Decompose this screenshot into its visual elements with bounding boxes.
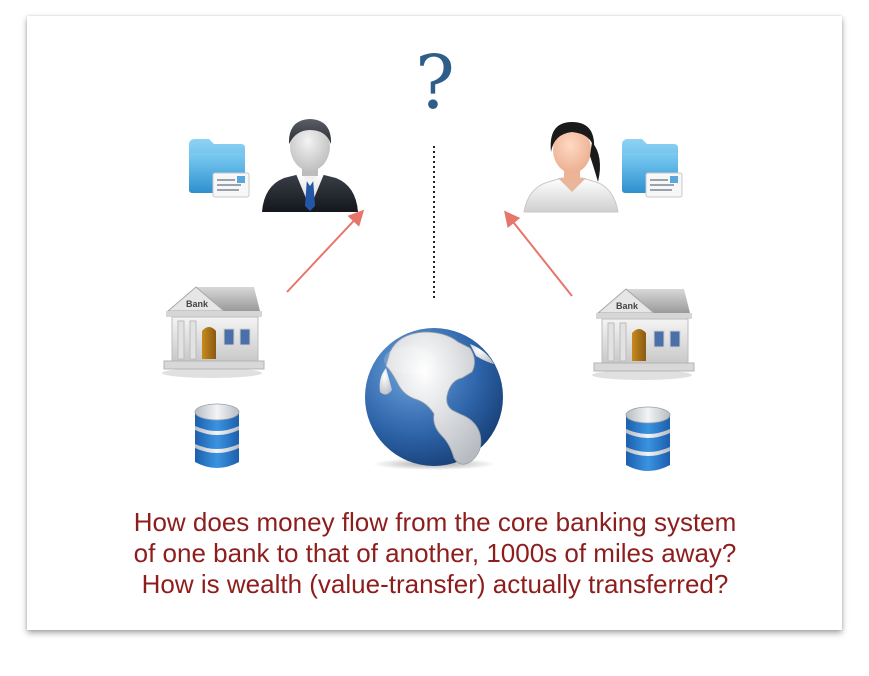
bank-sign-text: Bank — [186, 299, 209, 309]
caption: How does money flow from the core bankin… — [60, 507, 810, 600]
question-mark: ? — [415, 40, 455, 126]
caption-line-3: How is wealth (value-transfer) actually … — [141, 569, 729, 599]
globe-icon — [365, 328, 503, 470]
businessman-icon — [262, 119, 358, 212]
businesswoman-icon — [523, 122, 619, 213]
database-icon — [194, 403, 240, 468]
mail-folder-icon — [189, 139, 250, 198]
bank-building-icon: Bank — [592, 288, 695, 380]
left-arrow — [286, 209, 365, 293]
mail-folder-icon — [622, 139, 683, 198]
caption-line-1: How does money flow from the core bankin… — [133, 507, 737, 537]
caption-line-2: of one bank to that of another, 1000s of… — [133, 538, 737, 568]
bank-sign-text: Bank — [616, 301, 639, 311]
bank-building-icon: Bank — [162, 286, 265, 378]
database-icon — [625, 406, 671, 471]
right-arrow — [504, 210, 573, 297]
slide — [27, 16, 842, 630]
